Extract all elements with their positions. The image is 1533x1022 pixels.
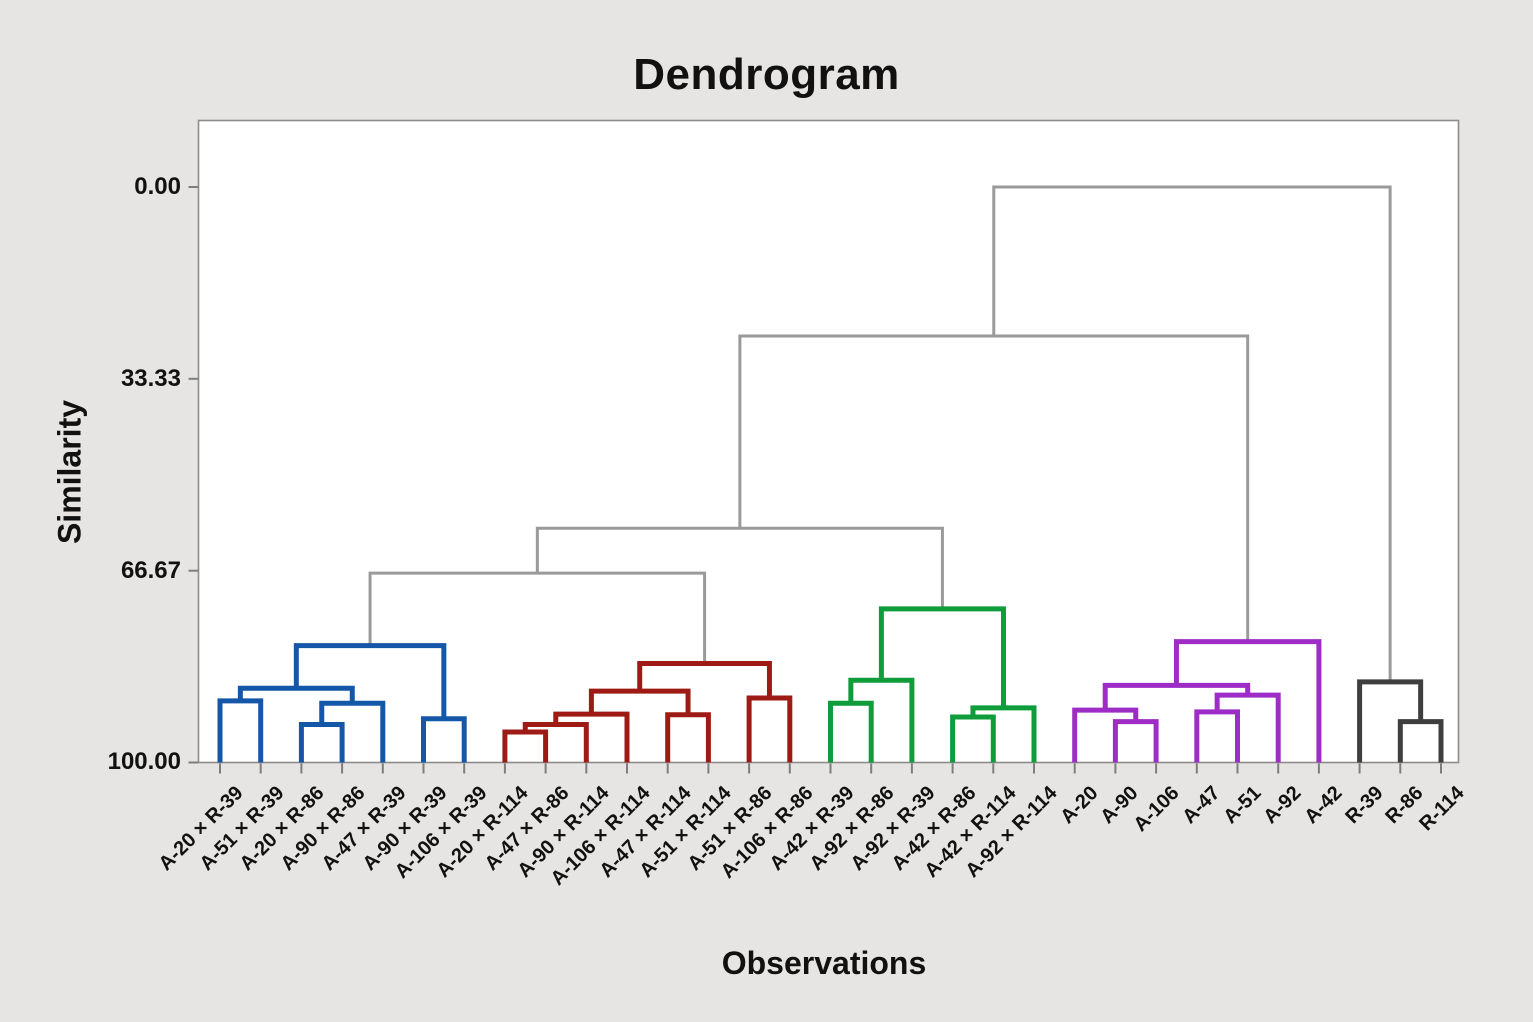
chart-title: Dendrogram [633,50,900,99]
cluster-branch-dark [1357,679,1424,763]
cluster-branch-green [828,700,874,763]
y-tick-label-33: 33.33 [120,365,181,392]
y-tick-label-0: 0.00 [134,173,181,200]
x-axis-title: Observations [721,945,927,981]
y-tick-label-100: 100.00 [107,748,181,775]
linkage-connector [992,185,1392,682]
cluster-branch-blue [319,700,386,763]
cluster-branch-purple [1173,639,1322,763]
linkage-connector [368,571,707,664]
cluster-branch-green [970,705,1037,763]
cluster-branch-purple [1214,692,1281,763]
cluster-branch-blue [293,643,447,719]
linkage-connector [738,334,1250,642]
cluster-branch-dark [1397,719,1444,763]
y-tick-label-67: 66.67 [120,557,181,584]
cluster-branch-green [950,714,996,763]
cluster-branch-purple [1072,707,1139,763]
cluster-branch-green [878,606,1006,708]
cluster-branch-red [637,661,772,699]
cluster-branch-red [665,712,711,763]
cluster-branch-purple [1112,719,1159,763]
cluster-branch-blue [217,698,264,763]
plot-frame [197,119,1460,764]
